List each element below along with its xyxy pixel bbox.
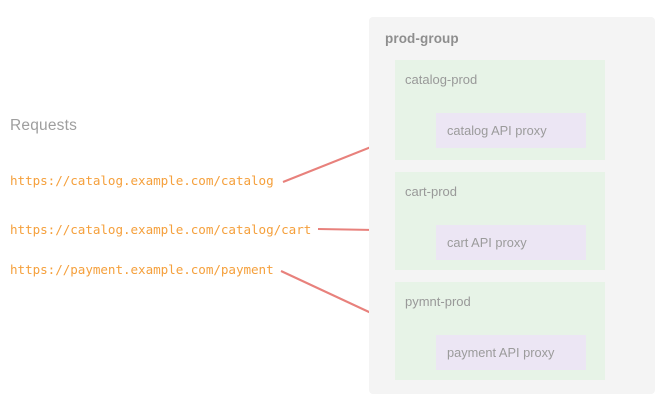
prod-group-title: prod-group xyxy=(385,31,459,46)
proxy-label: catalog API proxy xyxy=(447,123,547,138)
environment-title: pymnt-prod xyxy=(405,294,471,309)
request-url-payment: https://payment.example.com/payment xyxy=(10,262,274,277)
proxy-box-payment: payment API proxy xyxy=(436,335,586,370)
proxy-label: cart API proxy xyxy=(447,235,527,250)
environment-box-catalog-prod: catalog-prod catalog API proxy xyxy=(395,60,605,160)
environment-title: catalog-prod xyxy=(405,72,478,87)
requests-heading: Requests xyxy=(10,117,78,134)
request-url-catalog-cart: https://catalog.example.com/catalog/cart xyxy=(10,222,312,237)
environment-box-pymnt-prod: pymnt-prod payment API proxy xyxy=(395,282,605,380)
environment-title: cart-prod xyxy=(405,184,458,199)
proxy-label: payment API proxy xyxy=(447,345,555,360)
proxy-box-catalog: catalog API proxy xyxy=(436,113,586,148)
prod-group-panel: prod-group catalog-prod catalog API prox… xyxy=(369,17,655,394)
proxy-box-cart: cart API proxy xyxy=(436,225,586,260)
request-url-catalog: https://catalog.example.com/catalog xyxy=(10,173,274,188)
environment-box-cart-prod: cart-prod cart API proxy xyxy=(395,172,605,270)
